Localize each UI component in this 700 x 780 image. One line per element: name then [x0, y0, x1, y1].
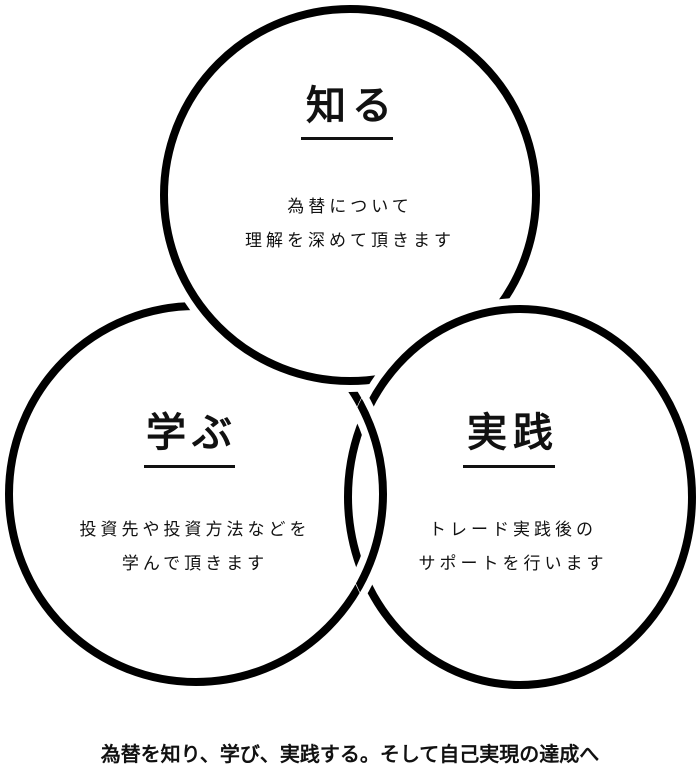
circle-know: [160, 5, 540, 385]
learn-line-2: 学んで頂きます: [121, 554, 269, 574]
know-underline: [301, 137, 393, 140]
practice-line-2: サポートを行います: [418, 554, 608, 574]
practice-title: 実践: [467, 410, 559, 456]
learn-title: 学ぶ: [146, 410, 238, 456]
circle-practice: [344, 305, 696, 689]
practice-line-1: トレード実践後の: [429, 520, 597, 540]
learn-line-1: 投資先や投資方法などを: [79, 520, 311, 540]
learn-description: 投資先や投資方法などを 学んで頂きます: [25, 513, 365, 581]
practice-underline: [463, 465, 555, 468]
caption: 為替を知り、学び、実践する。そして自己実現の達成へ: [100, 742, 600, 766]
know-line-2: 理解を深めて頂きます: [245, 231, 455, 251]
know-title: 知る: [306, 83, 398, 129]
know-description: 為替について 理解を深めて頂きます: [180, 190, 520, 258]
learn-underline: [144, 465, 235, 468]
practice-description: トレード実践後の サポートを行います: [343, 513, 683, 581]
know-line-1: 為替について: [287, 197, 413, 217]
